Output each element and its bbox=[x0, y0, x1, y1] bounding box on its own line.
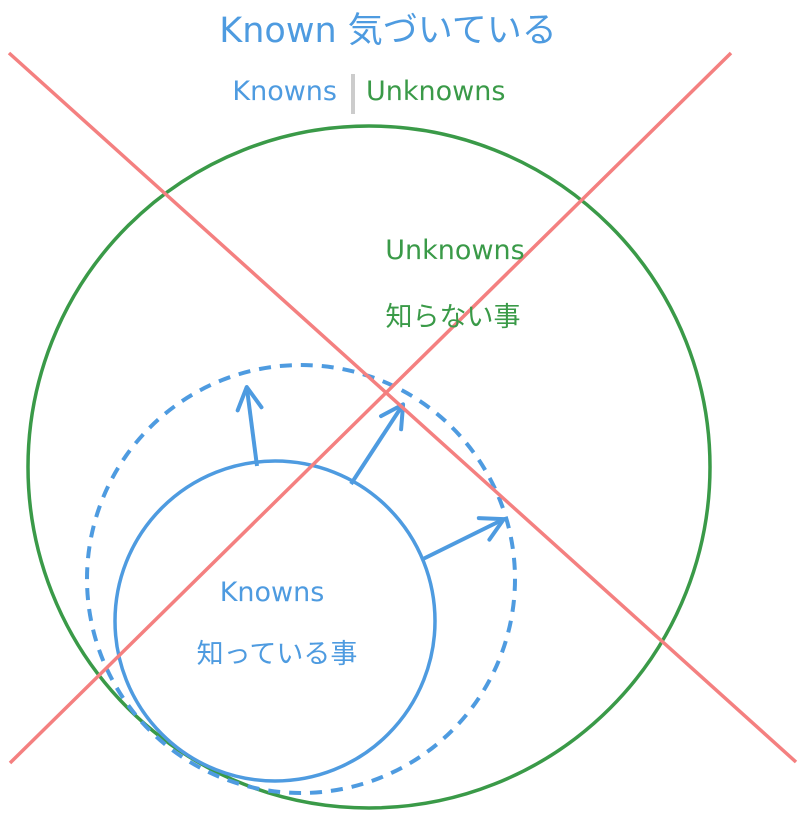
expansion-arrow-up bbox=[235, 385, 264, 467]
unknowns-label-ja: 知らない事 bbox=[386, 302, 521, 333]
legend-unknowns-label: Unknowns bbox=[366, 76, 505, 107]
unknowns-circle bbox=[26, 124, 712, 810]
expansion-arrow-diagonal bbox=[349, 402, 406, 486]
knowns-label-en: Knowns bbox=[220, 577, 325, 608]
unknowns-label-en: Unknowns bbox=[385, 235, 524, 266]
legend-knowns-label: Knowns bbox=[232, 76, 337, 107]
diagram-title: Known 気づいている bbox=[219, 11, 556, 51]
cross-line-ascending bbox=[8, 51, 733, 765]
knowns-circle bbox=[113, 459, 437, 783]
knowns-label-ja: 知っている事 bbox=[197, 639, 358, 670]
expansion-arrow-right bbox=[422, 516, 506, 561]
expanded-knowns-dashed-circle bbox=[85, 363, 517, 795]
cross-line-descending bbox=[7, 51, 798, 764]
